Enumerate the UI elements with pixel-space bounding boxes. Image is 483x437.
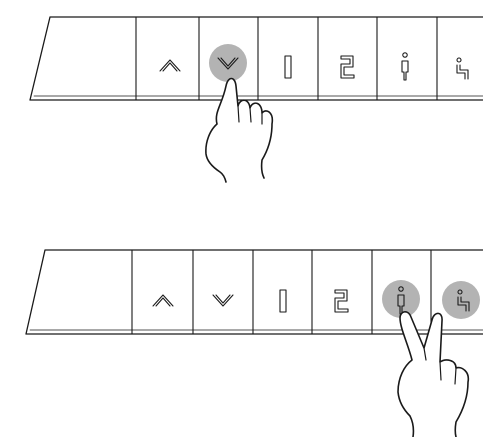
sitting-person-icon bbox=[457, 58, 468, 79]
down-key[interactable] bbox=[213, 295, 233, 306]
down-arrow-icon bbox=[213, 295, 233, 306]
keypad-panel-bottom bbox=[26, 250, 483, 437]
up-key[interactable] bbox=[160, 60, 180, 71]
up-arrow-icon bbox=[160, 60, 180, 71]
down-key[interactable] bbox=[209, 44, 247, 82]
preset-2-key[interactable] bbox=[341, 56, 354, 78]
up-key[interactable] bbox=[153, 295, 173, 306]
stand-key[interactable] bbox=[382, 280, 420, 318]
keypad-panel-top bbox=[30, 17, 483, 182]
preset-2-key[interactable] bbox=[335, 290, 348, 312]
key-dividers bbox=[136, 17, 437, 100]
panel-body bbox=[30, 17, 483, 100]
preset-2-glyph bbox=[335, 290, 348, 312]
up-arrow-icon bbox=[153, 295, 173, 306]
press-highlight bbox=[209, 44, 247, 82]
preset-1-key[interactable] bbox=[280, 290, 286, 312]
preset-1-glyph bbox=[280, 290, 286, 312]
preset-1-key[interactable] bbox=[285, 56, 291, 78]
pointing-hand-icon bbox=[206, 79, 272, 183]
press-highlight bbox=[382, 280, 420, 318]
stand-key[interactable] bbox=[402, 53, 408, 80]
preset-2-glyph bbox=[341, 56, 354, 78]
preset-1-glyph bbox=[285, 56, 291, 78]
sit-key[interactable] bbox=[442, 281, 480, 319]
standing-person-icon bbox=[402, 53, 408, 80]
sit-key[interactable] bbox=[457, 58, 468, 79]
victory-hand-icon bbox=[398, 312, 468, 437]
